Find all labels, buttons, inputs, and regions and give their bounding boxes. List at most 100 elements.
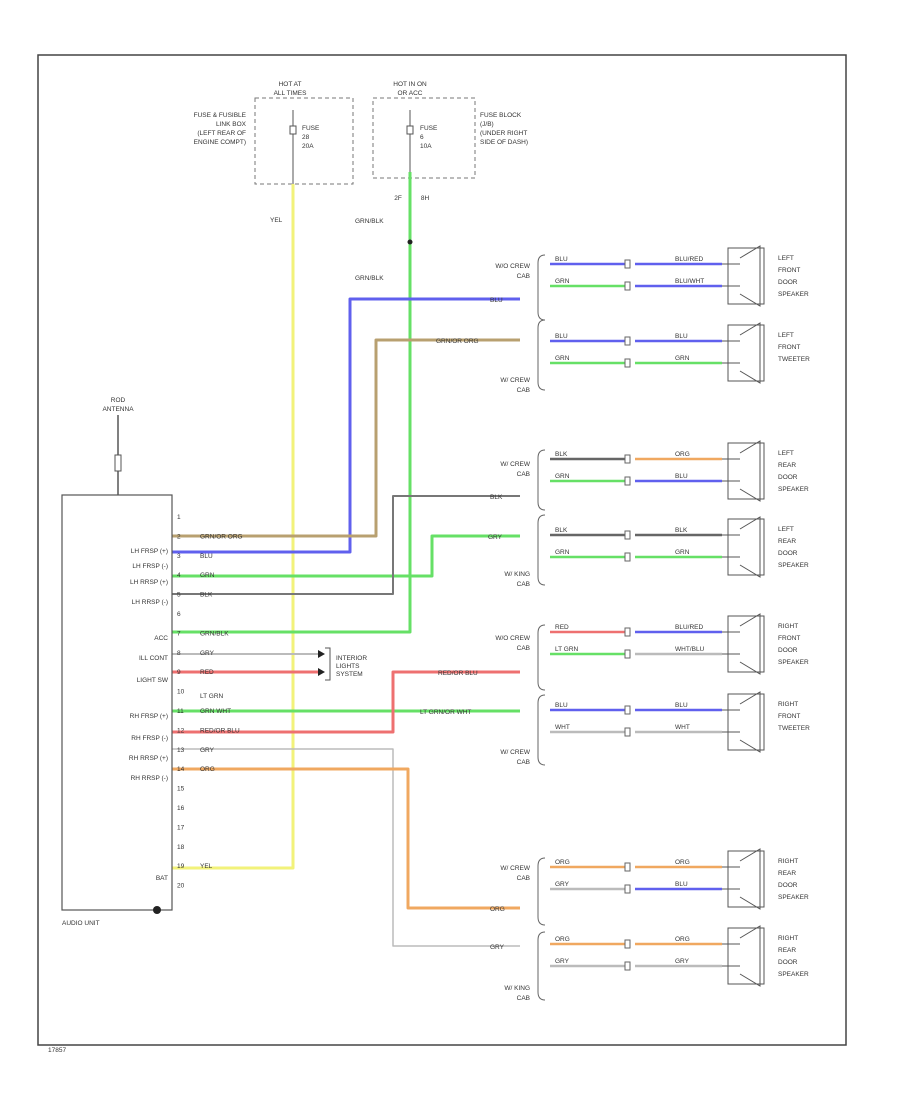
speaker-name: LEFT (778, 450, 794, 457)
audio-unit-pin: 18 (177, 844, 185, 851)
cab-label: CAB (517, 581, 530, 588)
speaker-name: REAR (778, 947, 796, 954)
svg-text:20A: 20A (302, 143, 314, 150)
audio-unit-pin: 17 (177, 824, 185, 831)
svg-text:GRY: GRY (490, 944, 505, 951)
wire-yel (172, 184, 295, 870)
pin-wire-label: GRN/BLK (200, 630, 229, 637)
speaker-wire-label: GRN (675, 355, 690, 362)
audio-unit-pin: 8 (177, 650, 181, 657)
pin-wire-label: GRN/OR ORG (200, 533, 243, 540)
fuse-box-left (254, 97, 354, 185)
svg-text:ROD: ROD (111, 397, 126, 404)
speaker-name: DOOR (778, 279, 798, 286)
svg-text:8H: 8H (421, 195, 430, 202)
hot-on-label-1: HOT IN ON (393, 81, 427, 88)
speaker-name: TWEETER (778, 725, 810, 732)
speaker-name: TWEETER (778, 356, 810, 363)
speaker-name: DOOR (778, 882, 798, 889)
wire-runs (172, 172, 520, 947)
svg-text:(UNDER RIGHT: (UNDER RIGHT (480, 130, 527, 137)
cab-label: W/ CREW (500, 461, 530, 468)
speaker-wire-label: GRN (555, 473, 570, 480)
wire-grn-blk (172, 172, 412, 634)
speaker-wire-label: BLU (555, 256, 568, 263)
wire-red-rf (172, 670, 520, 734)
fuse-6: FUSE 6 10A 2F 8H (394, 110, 438, 202)
audio-unit-pin: 7 (177, 630, 181, 637)
pin-wire-label: YEL (200, 863, 213, 870)
speaker-wire-label: ORG (555, 936, 570, 943)
wire-tan-lf (172, 338, 520, 538)
cab-label: W/ CREW (500, 377, 530, 384)
pin-wire-label: GRN WHT (200, 708, 231, 715)
audio-unit-pin: 10 (177, 689, 185, 696)
speaker-name: SPEAKER (778, 486, 809, 493)
svg-text:FUSE: FUSE (420, 125, 438, 132)
speaker-name: DOOR (778, 647, 798, 654)
wire-blk-lr (172, 495, 520, 595)
cab-label: CAB (517, 995, 530, 1002)
speaker-wire-label: WHT (675, 724, 690, 731)
wire-labels: YEL GRN/BLK GRN/BLK BLU GRN/OR ORG BLK G… (200, 217, 505, 951)
speaker-name: DOOR (778, 550, 798, 557)
speaker-name: SPEAKER (778, 971, 809, 978)
audio-unit-pin: 9 (177, 669, 181, 676)
speaker-wire-label: BLU (675, 473, 688, 480)
interior-lights: INTERIOR LIGHTS SYSTEM (318, 647, 367, 681)
svg-text:FUSE: FUSE (302, 125, 320, 132)
fuse-section: HOT AT ALL TIMES HOT IN ON OR ACC FUSE &… (194, 81, 528, 202)
audio-unit: AUDIO UNIT LH FRSP (+)LH FRSP (-)LH RRSP… (61, 494, 243, 927)
speaker-wire-label: BLK (675, 527, 688, 534)
cab-label: W/ KING (504, 985, 530, 992)
svg-text:BLU: BLU (490, 297, 503, 304)
pin-wire-label: BLU (200, 553, 213, 560)
audio-unit-pin: 4 (177, 572, 181, 579)
svg-text:ORG: ORG (490, 906, 505, 913)
wire-grn-lr (172, 534, 520, 578)
speaker-wire-label: GRN (675, 549, 690, 556)
cab-label: W/O CREW (495, 263, 531, 270)
speaker-name: SPEAKER (778, 659, 809, 666)
fuse-28: FUSE 28 20A (289, 110, 320, 184)
svg-text:BLK: BLK (490, 494, 503, 501)
audio-unit-pin: 20 (177, 883, 185, 890)
svg-text:GRY: GRY (488, 534, 503, 541)
svg-text:GRN/BLK: GRN/BLK (355, 218, 384, 225)
speaker-name: FRONT (778, 713, 800, 720)
speaker-wire-label: BLU (675, 333, 688, 340)
cab-label: CAB (517, 387, 530, 394)
speaker-name: FRONT (778, 635, 800, 642)
hot-all-label-2: ALL TIMES (274, 90, 308, 97)
wire-org-rr (172, 767, 520, 910)
audio-unit-label: LH FRSP (+) (131, 548, 168, 555)
fuse-block-right (372, 97, 476, 179)
speaker-wire-label: GRN (555, 355, 570, 362)
speaker-wire-label: GRY (675, 958, 690, 965)
speaker-wire-label: GRN (555, 549, 570, 556)
audio-unit-label: RH RRSP (-) (131, 775, 168, 782)
audio-unit-pin: 16 (177, 805, 185, 812)
speaker-name: LEFT (778, 526, 794, 533)
diagram-frame (37, 54, 847, 1046)
audio-unit-pin: 5 (177, 592, 181, 599)
speaker-name: SPEAKER (778, 291, 809, 298)
pin-wire-label: RED (200, 669, 214, 676)
svg-text:LT GRN: LT GRN (200, 693, 224, 700)
svg-text:GRN/BLK: GRN/BLK (355, 275, 384, 282)
speaker-name: FRONT (778, 267, 800, 274)
audio-unit-label: ACC (154, 635, 168, 642)
svg-text:10A: 10A (420, 143, 432, 150)
cab-label: CAB (517, 875, 530, 882)
audio-unit-pin: 3 (177, 553, 181, 560)
audio-unit-label: RH RRSP (+) (129, 755, 168, 762)
audio-unit-pin: 12 (177, 727, 185, 734)
speaker-wire-label: LT GRN (555, 646, 579, 653)
speaker-wire-label: GRY (555, 881, 570, 888)
